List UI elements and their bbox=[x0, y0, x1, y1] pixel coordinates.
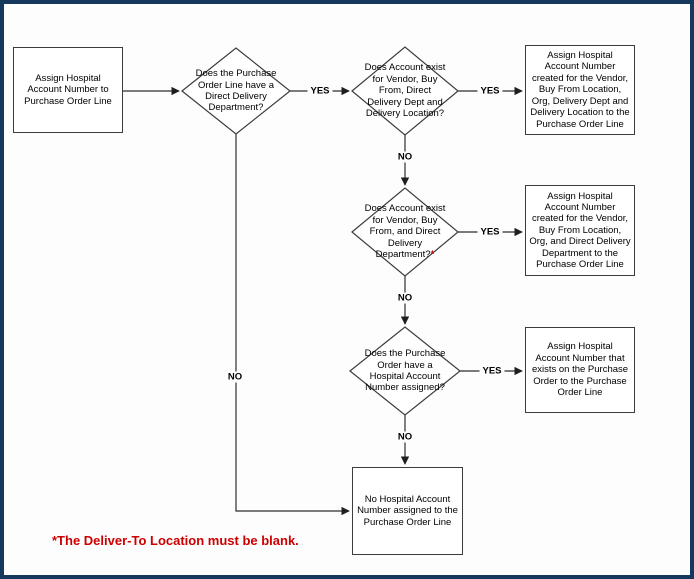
start-node-label: Assign Hospital Account Number to Purcha… bbox=[24, 72, 112, 107]
decision-diamond-direct-delivery-dept bbox=[181, 47, 291, 135]
decision-1-label: Does the Purchase Order Line have a Dire… bbox=[181, 56, 291, 126]
decision-4-text: Does the Purchase Order have a Hospital … bbox=[364, 348, 446, 394]
connector-d1-no-to-final bbox=[235, 134, 350, 516]
flowchart-connectors bbox=[123, 46, 523, 516]
edge-label-no-4: NO bbox=[224, 371, 246, 383]
outcome-box-delivery-location: Assign Hospital Account Number created f… bbox=[525, 45, 635, 135]
decision-diamond-account-delivery-location bbox=[351, 46, 459, 136]
decision-2-label: Does Account exist for Vendor, Buy From,… bbox=[350, 51, 460, 131]
decision-2-text: Does Account exist for Vendor, Buy From,… bbox=[364, 62, 446, 120]
decision-3-text: Does Account exist for Vendor, Buy From,… bbox=[365, 203, 446, 260]
footnote-note: *The Deliver-To Location must be blank. bbox=[52, 533, 299, 548]
edge-label-yes-2: YES bbox=[477, 85, 503, 97]
decision-3-label: Does Account exist for Vendor, Buy From,… bbox=[350, 192, 460, 272]
outcome-box-po-account: Assign Hospital Account Number that exis… bbox=[525, 327, 635, 413]
edge-label-yes-1: YES bbox=[307, 85, 333, 97]
edge-label-no-2: NO bbox=[394, 292, 416, 304]
edge-label-yes-3: YES bbox=[477, 226, 503, 238]
decision-diamond-po-hospital-account bbox=[349, 326, 461, 416]
decision-1-text: Does the Purchase Order Line have a Dire… bbox=[195, 68, 277, 114]
final-box-label: No Hospital Account Number assigned to t… bbox=[357, 493, 458, 528]
start-node: Assign Hospital Account Number to Purcha… bbox=[13, 47, 123, 133]
edge-label-yes-4: YES bbox=[479, 365, 505, 377]
outcome-box-direct-delivery: Assign Hospital Account Number created f… bbox=[525, 185, 635, 276]
outcome-box-3-label: Assign Hospital Account Number that exis… bbox=[531, 341, 629, 399]
outcome-box-1-label: Assign Hospital Account Number created f… bbox=[530, 50, 630, 130]
decision-3-question: Does Account exist for Vendor, Buy From,… bbox=[364, 203, 446, 261]
footnote-asterisk: * bbox=[430, 249, 435, 261]
edge-label-no-1: NO bbox=[394, 151, 416, 163]
decision-diamond-account-direct-delivery bbox=[351, 187, 459, 277]
decision-4-label: Does the Purchase Order have a Hospital … bbox=[350, 336, 460, 406]
edge-label-no-3: NO bbox=[394, 431, 416, 443]
outcome-box-2-label: Assign Hospital Account Number created f… bbox=[529, 190, 631, 271]
final-box-no-account: No Hospital Account Number assigned to t… bbox=[352, 467, 463, 555]
